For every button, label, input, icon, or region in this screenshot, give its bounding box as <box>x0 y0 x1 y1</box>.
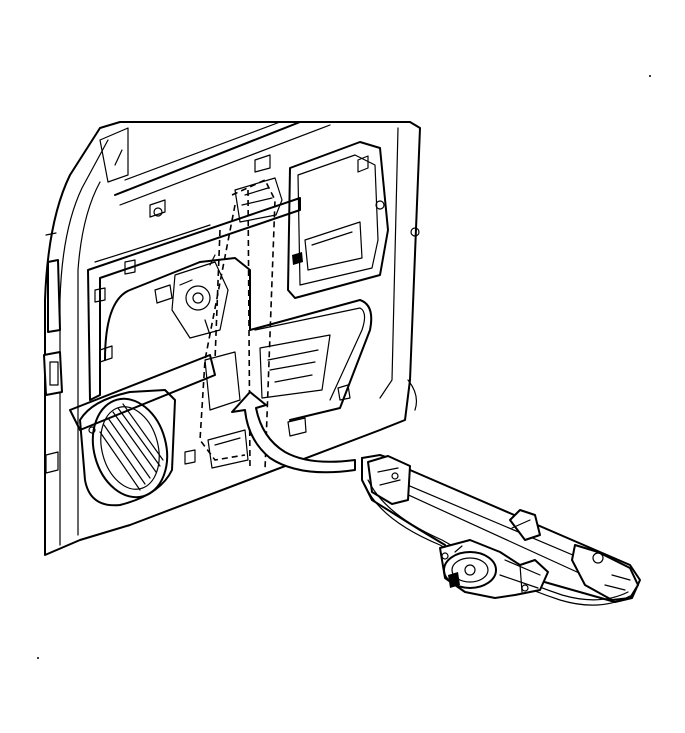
window-regulator-assembly <box>361 454 641 606</box>
speaker <box>79 389 176 507</box>
inner-panel <box>69 141 420 465</box>
install-direction-arrow-icon <box>231 391 356 474</box>
speck <box>649 75 651 77</box>
door-shell <box>43 121 421 556</box>
speck <box>37 657 39 659</box>
